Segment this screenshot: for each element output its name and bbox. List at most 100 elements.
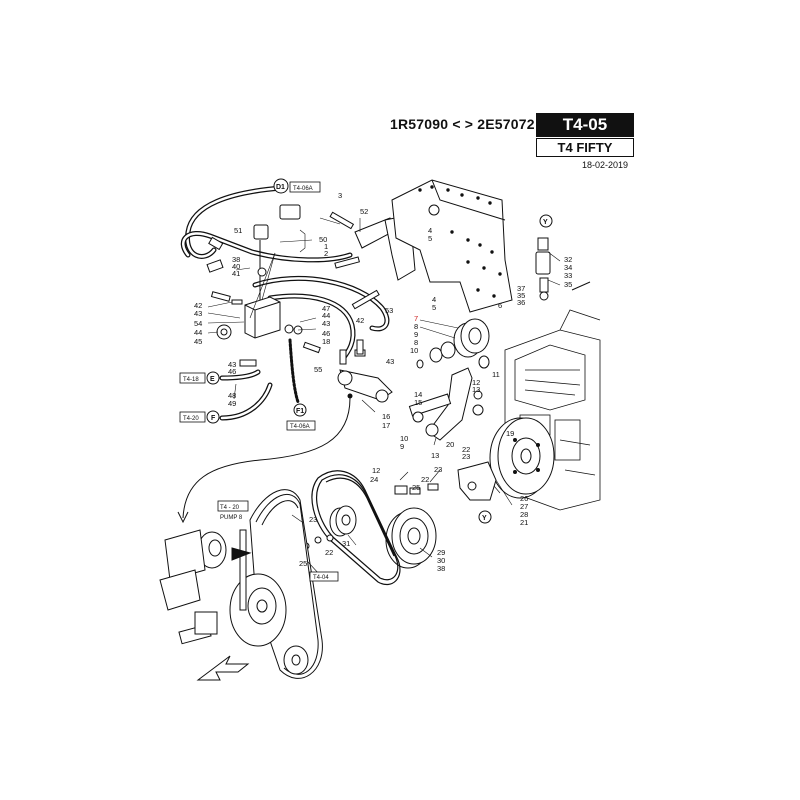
callout: 8: [414, 322, 418, 331]
callout: 33: [564, 271, 572, 280]
callout: 10: [410, 346, 418, 355]
callout: 6: [498, 301, 502, 310]
callout: 46: [322, 329, 330, 338]
callout: 13: [472, 385, 480, 394]
callout: 23: [462, 452, 470, 461]
callout: 31: [342, 539, 350, 548]
callout: 43: [322, 319, 330, 328]
callout: 30: [437, 556, 445, 565]
drive-belt: [311, 470, 401, 586]
callout: 23: [434, 465, 442, 474]
marker-f1: F1: [296, 408, 304, 415]
pump-belt-assembly: [159, 489, 323, 679]
marker-d1: D1: [276, 184, 285, 191]
bracket-assembly: [337, 214, 416, 403]
marker-y-bottom: Y: [482, 515, 487, 522]
callout: 48: [228, 391, 236, 400]
ref-tag-t4-18[interactable]: T4-18: [183, 377, 199, 383]
callout: 42: [194, 301, 202, 310]
callout: 10: [400, 434, 408, 443]
callout: 44: [194, 328, 202, 337]
direction-arrow: [196, 655, 250, 681]
callout: 14: [414, 390, 422, 399]
callout: 11: [492, 370, 500, 379]
callout: 50: [319, 235, 327, 244]
callout: 5: [428, 234, 432, 243]
tensioner-arm: [408, 367, 484, 441]
callout: 54: [194, 319, 202, 328]
inline-filter: [535, 237, 591, 301]
callout: 17: [382, 421, 390, 430]
serial-range: 1R57090 < > 2E57072: [390, 116, 535, 132]
ref-tag-t4-20-pump[interactable]: T4 - 20: [220, 505, 240, 511]
callout: 35: [517, 291, 525, 300]
callout: 23: [309, 515, 317, 524]
callout: 42: [356, 316, 364, 325]
callout: 25: [412, 483, 420, 492]
callout: 18: [322, 337, 330, 346]
callout: 55: [314, 365, 322, 374]
part-callouts: 3 52 4 5 51 50 1 2 38 40 41 4 5 42 43 54…: [194, 191, 572, 573]
callout: 3: [338, 191, 342, 200]
callout: 8: [414, 338, 418, 347]
callout: 43: [194, 309, 202, 318]
ref-tag-t4-20[interactable]: T4-20: [183, 416, 199, 422]
callout: 37: [517, 284, 525, 293]
model-label: T4 FIFTY: [536, 138, 634, 157]
callout: 38: [232, 255, 240, 264]
callout: 4: [432, 295, 436, 304]
callout: 28: [520, 510, 528, 519]
callout: 21: [520, 518, 528, 527]
connection-markers: [206, 178, 553, 524]
callout: 49: [228, 399, 236, 408]
callout: 15: [414, 398, 422, 407]
flywheel: [489, 417, 555, 499]
callout: 38: [437, 564, 445, 573]
callout: 44: [322, 311, 330, 320]
reference-tags: [179, 181, 339, 582]
revision-date: 18-02-2019: [582, 160, 629, 170]
ref-tag-t4-04[interactable]: T4-04: [313, 575, 329, 581]
callout: 26: [520, 494, 528, 503]
callout: 9: [414, 330, 418, 339]
callout: 51: [234, 226, 242, 235]
marker-f: F: [211, 415, 216, 422]
callout: 45: [194, 337, 202, 346]
small-pulley: [302, 505, 357, 550]
callout: 25: [299, 559, 307, 568]
ref-tag-t4-06a-top[interactable]: T4-06A: [293, 186, 313, 192]
callout: 5: [432, 303, 436, 312]
callout: 16: [382, 412, 390, 421]
callout: 43: [228, 360, 236, 369]
callout: 34: [564, 263, 572, 272]
callout: 2: [324, 249, 328, 258]
engine-mount-plate: [391, 179, 513, 313]
callout: 12: [472, 378, 480, 387]
callout: 24: [370, 475, 378, 484]
callout: 35: [564, 280, 572, 289]
callout: 47: [322, 304, 330, 313]
page-code-badge: T4-05: [536, 113, 634, 137]
callout: 53: [385, 306, 393, 315]
callout: 27: [520, 502, 528, 511]
callout: 41: [232, 269, 240, 278]
hydraulic-hoses: [180, 185, 390, 421]
fittings: [206, 211, 380, 367]
callout: 46: [228, 367, 236, 376]
drive-pulley: [385, 507, 437, 569]
callout: 7: [414, 314, 418, 323]
callout: 43: [386, 357, 394, 366]
callout: 36: [517, 298, 525, 307]
connector-dot: [347, 393, 353, 399]
callout: 22: [421, 475, 429, 484]
ref-tag-t4-06a-bottom[interactable]: T4-06A: [290, 424, 310, 430]
callout: 40: [232, 262, 240, 271]
idler-pulley: [416, 318, 490, 369]
callout: 52: [360, 207, 368, 216]
callout: 12: [372, 466, 380, 475]
callout: 9: [400, 442, 404, 451]
pump-label: PUMP 8: [220, 515, 243, 521]
callout: 19: [506, 429, 514, 438]
callout: 32: [564, 255, 572, 264]
